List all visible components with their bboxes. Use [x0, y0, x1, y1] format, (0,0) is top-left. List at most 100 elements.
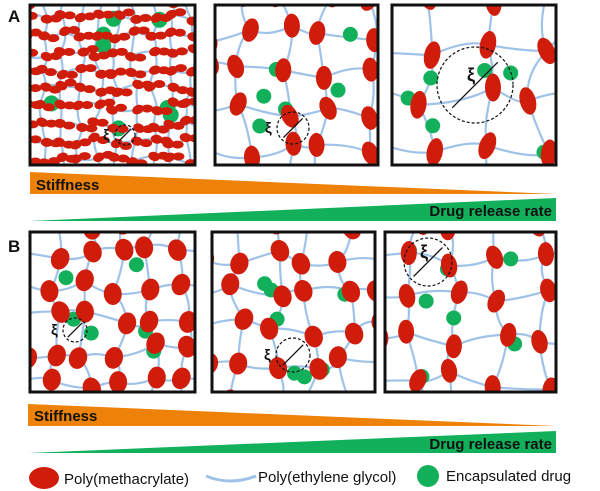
methacrylate-crosslink: [117, 312, 137, 335]
mesh-size-circle: [275, 337, 311, 373]
methacrylate-crosslink: [144, 82, 156, 92]
methacrylate-crosslink: [151, 106, 164, 116]
methacrylate-crosslink: [342, 232, 362, 240]
peg-chain: [205, 128, 209, 139]
peg-chain: [379, 0, 427, 1]
methacrylate-crosslink: [45, 119, 58, 128]
methacrylate-crosslink: [212, 352, 219, 375]
methacrylate-crosslink: [216, 28, 228, 36]
peg-chain: [332, 0, 369, 2]
encapsulated-drug: [330, 82, 346, 98]
peg-chain: [23, 55, 27, 71]
methacrylate-crosslink: [81, 101, 94, 110]
panel-content: ξ: [385, 224, 600, 428]
methacrylate-crosslink: [398, 319, 415, 344]
methacrylate-crosslink: [308, 21, 326, 45]
methacrylate-crosslink: [114, 67, 127, 76]
methacrylate-crosslink: [105, 105, 118, 115]
mesh-size-circle: [62, 317, 88, 343]
network-panel: ξ: [383, 224, 600, 428]
methacrylate-crosslink: [182, 386, 204, 411]
peg-chain: [383, 392, 422, 404]
peg-chain: [205, 222, 209, 257]
peg-chain: [427, 0, 493, 2]
methacrylate-crosslink: [133, 123, 145, 133]
peg-chain: [205, 139, 209, 161]
peg-chain: [584, 224, 587, 263]
methacrylate-crosslink: [6, 215, 27, 240]
release-label-a: Drug release rate: [429, 203, 552, 220]
panel-label-b: B: [8, 237, 20, 256]
methacrylate-crosslink: [328, 250, 347, 273]
peg-chain: [392, 146, 435, 154]
methacrylate-crosslink: [54, 99, 67, 110]
peg-chain: [418, 86, 494, 106]
methacrylate-crosslink: [16, 49, 30, 61]
peg-chain: [373, 37, 378, 42]
methacrylate-crosslink: [102, 10, 115, 19]
mesh-size-arrow: [413, 247, 443, 277]
methacrylate-crosslink: [63, 47, 76, 56]
methacrylate-crosslink: [53, 137, 66, 147]
methacrylate-crosslink: [341, 393, 364, 419]
methacrylate-crosslink: [30, 11, 38, 20]
peg-chain: [587, 380, 594, 428]
methacrylate-crosslink: [188, 134, 195, 143]
methacrylate-crosslink: [537, 242, 554, 267]
peg-chain: [13, 384, 21, 416]
methacrylate-crosslink: [137, 26, 150, 35]
methacrylate-crosslink: [478, 132, 497, 160]
methacrylate-crosslink: [97, 136, 110, 145]
methacrylate-crosslink: [186, 66, 195, 77]
methacrylate-crosslink: [56, 69, 69, 80]
methacrylate-crosslink: [171, 273, 191, 296]
methacrylate-crosslink: [35, 64, 48, 74]
methacrylate-crosslink: [33, 99, 46, 110]
peg-chain: [26, 159, 28, 180]
mesh-size-label: ξ: [264, 347, 271, 364]
methacrylate-crosslink: [315, 65, 332, 90]
peg-chain: [204, 86, 211, 110]
methacrylate-crosslink: [79, 138, 92, 147]
encapsulated-drug: [425, 118, 441, 134]
methacrylate-crosslink: [30, 84, 42, 93]
methacrylate-crosslink: [95, 0, 109, 3]
mesh-size-arrow: [282, 344, 304, 366]
peg-chain: [201, 0, 241, 2]
methacrylate-crosslink: [175, 47, 188, 56]
methacrylate-crosslink: [115, 47, 128, 56]
peg-chain: [369, 197, 414, 198]
methacrylate-crosslink: [43, 0, 55, 3]
mesh-size-label: ξ: [420, 242, 428, 263]
mesh-size-circle: [114, 124, 136, 146]
methacrylate-crosslink: [117, 154, 130, 163]
methacrylate-crosslink: [109, 371, 128, 392]
mesh-size-arrow: [282, 117, 304, 139]
peg-chain: [186, 1, 205, 3]
encapsulated-drug: [423, 70, 439, 86]
methacrylate-crosslink: [111, 87, 124, 97]
encapsulated-drug: [95, 37, 112, 54]
methacrylate-crosslink: [82, 232, 101, 240]
methacrylate-crosslink: [4, 302, 26, 327]
legend-label-methacrylate: Poly(methacrylate): [64, 471, 189, 488]
methacrylate-crosslink: [59, 26, 71, 37]
panel-border: [390, 3, 558, 167]
methacrylate-crosslink: [366, 28, 378, 53]
methacrylate-crosslink: [55, 80, 68, 91]
methacrylate-crosslink: [199, 12, 212, 23]
methacrylate-crosslink: [440, 358, 458, 383]
methacrylate-crosslink: [198, 123, 211, 133]
methacrylate-crosslink: [148, 122, 160, 133]
methacrylate-crosslink: [344, 322, 364, 345]
methacrylate-crosslink: [583, 329, 600, 355]
methacrylate-crosslink: [537, 37, 556, 65]
encapsulated-drug: [257, 276, 273, 292]
peg-chain: [83, 0, 103, 1]
methacrylate-crosslink: [275, 58, 292, 83]
methacrylate-crosslink: [229, 92, 247, 116]
methacrylate-crosslink: [163, 119, 176, 130]
stiffness-wedge-b: [28, 404, 556, 426]
peg-chain: [282, 402, 302, 406]
methacrylate-crosslink: [56, 152, 69, 163]
